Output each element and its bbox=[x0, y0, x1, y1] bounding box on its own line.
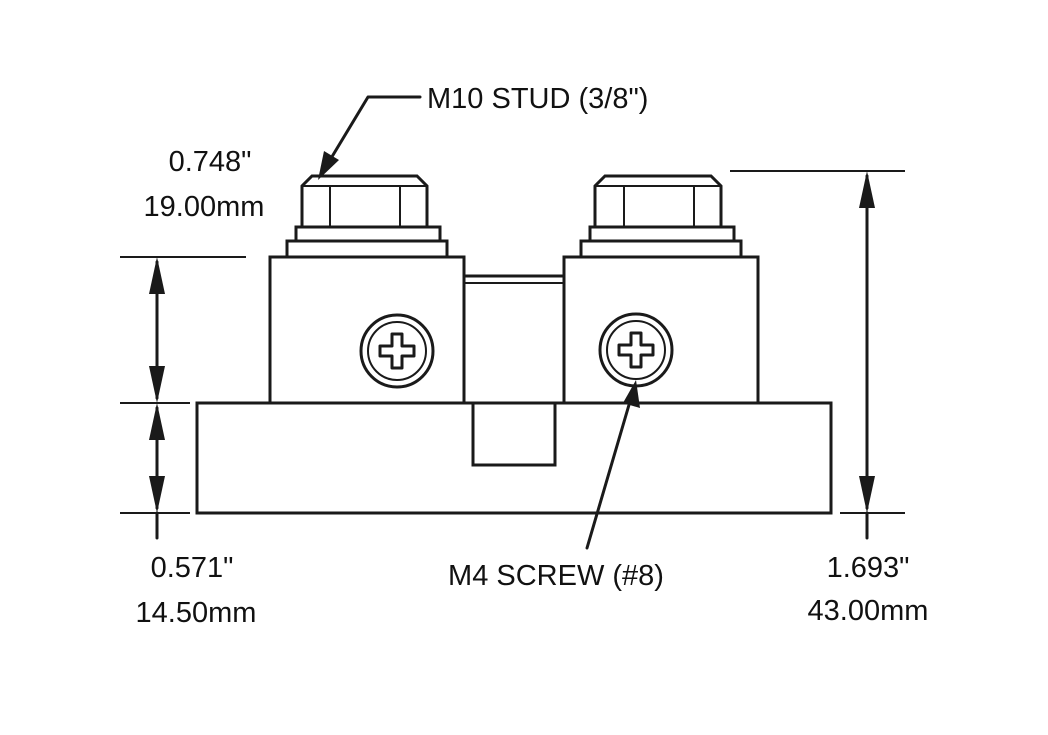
bridge-bar bbox=[462, 274, 568, 405]
base-dimension-arrow bbox=[149, 403, 165, 540]
total-dimension-inches: 1.693" bbox=[827, 552, 910, 584]
top-dimension-inches: 0.748" bbox=[169, 146, 252, 178]
right-terminal-block bbox=[562, 255, 760, 405]
total-dimension-arrow bbox=[859, 171, 875, 540]
base-dimension-inches: 0.571" bbox=[151, 552, 234, 584]
left-stud-nut bbox=[285, 174, 449, 259]
screw-leader-line bbox=[585, 380, 640, 550]
top-dimension-mm: 19.00mm bbox=[144, 191, 265, 223]
right-stud-nut bbox=[579, 174, 743, 259]
top-dimension-arrow bbox=[149, 257, 165, 403]
base-slot bbox=[471, 401, 557, 467]
screw-callout-label: M4 SCREW (#8) bbox=[448, 560, 664, 592]
left-phillips-screw-icon bbox=[359, 313, 435, 389]
total-dimension-mm: 43.00mm bbox=[808, 595, 929, 627]
base-dimension-mm: 14.50mm bbox=[136, 597, 257, 629]
stud-callout-label: M10 STUD (3/8") bbox=[427, 83, 648, 115]
stud-leader-line bbox=[318, 95, 422, 180]
